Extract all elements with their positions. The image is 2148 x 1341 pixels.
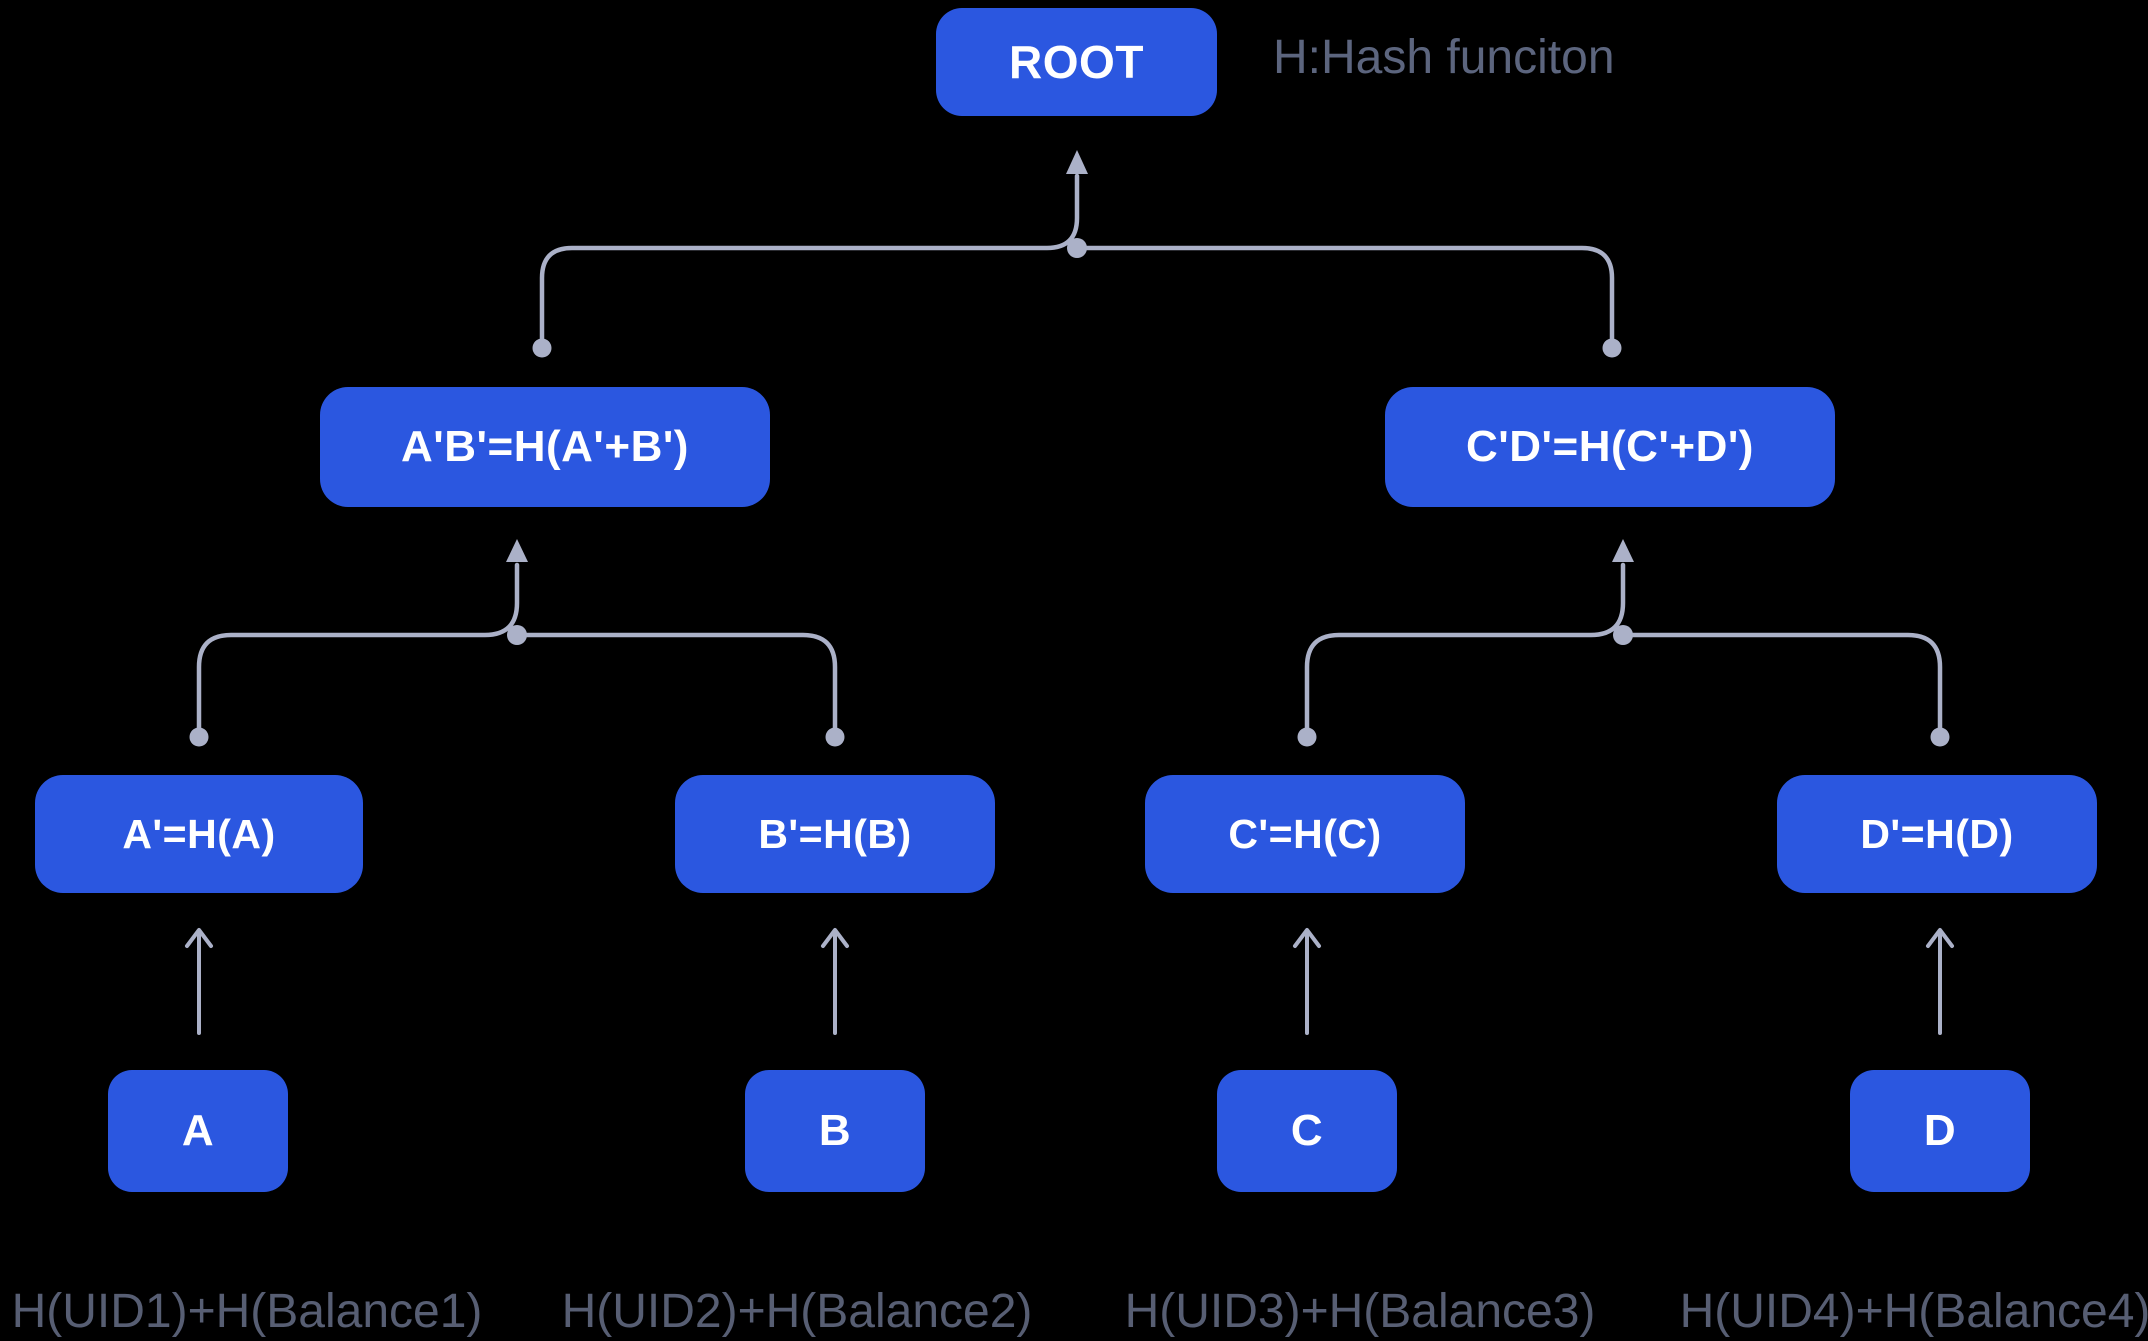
leaf-formula-2: H(UID2)+H(Balance2) [561,1285,1033,1338]
arrowhead-to-ab-icon [506,539,528,562]
node-a-prime: A'=H(A) [35,775,363,893]
arrow-a-to-aprime-icon [185,928,213,1035]
junction-dot-cd2 [1613,625,1633,645]
endpoint-dot-cd [1602,338,1622,358]
endpoint-dot-c-prime [1297,727,1317,747]
arrowhead-to-root-icon [1066,150,1088,174]
arrow-d-to-dprime-icon [1926,928,1954,1035]
connector-l2right-right [1620,632,1943,740]
connector-l1-right [1074,245,1615,351]
connector-l1-left [539,173,1080,351]
endpoint-dot-d-prime [1930,727,1950,747]
endpoint-dot-ab [532,338,552,358]
arrow-b-to-bprime-icon [821,928,849,1035]
connector-l2left-right [514,632,838,740]
node-d-prime: D'=H(D) [1777,775,2097,893]
leaf-formula-1: H(UID1)+H(Balance1) [11,1285,483,1338]
node-c-prime: C'=H(C) [1145,775,1465,893]
node-ab-hash: A'B'=H(A'+B') [320,387,770,507]
node-data-c: C [1217,1070,1397,1192]
node-data-b: B [745,1070,925,1192]
connector-l2right-left [1304,562,1626,740]
node-b-prime: B'=H(B) [675,775,995,893]
endpoint-dot-a-prime [189,727,209,747]
leaf-formula-4: H(UID4)+H(Balance4) [1679,1285,2148,1338]
node-data-d: D [1850,1070,2030,1192]
connector-l2left-left [196,562,520,740]
junction-dot-root [1067,238,1087,258]
arrow-c-to-cprime-icon [1293,928,1321,1035]
endpoint-dot-b-prime [825,727,845,747]
node-cd-hash: C'D'=H(C'+D') [1385,387,1835,507]
junction-dot-ab [507,625,527,645]
hash-function-note: H:Hash funciton [1273,31,1615,84]
leaf-formula-3: H(UID3)+H(Balance3) [1124,1285,1596,1338]
arrowhead-to-cd-icon [1612,539,1634,562]
node-root: ROOT [936,8,1217,116]
node-data-a: A [108,1070,288,1192]
